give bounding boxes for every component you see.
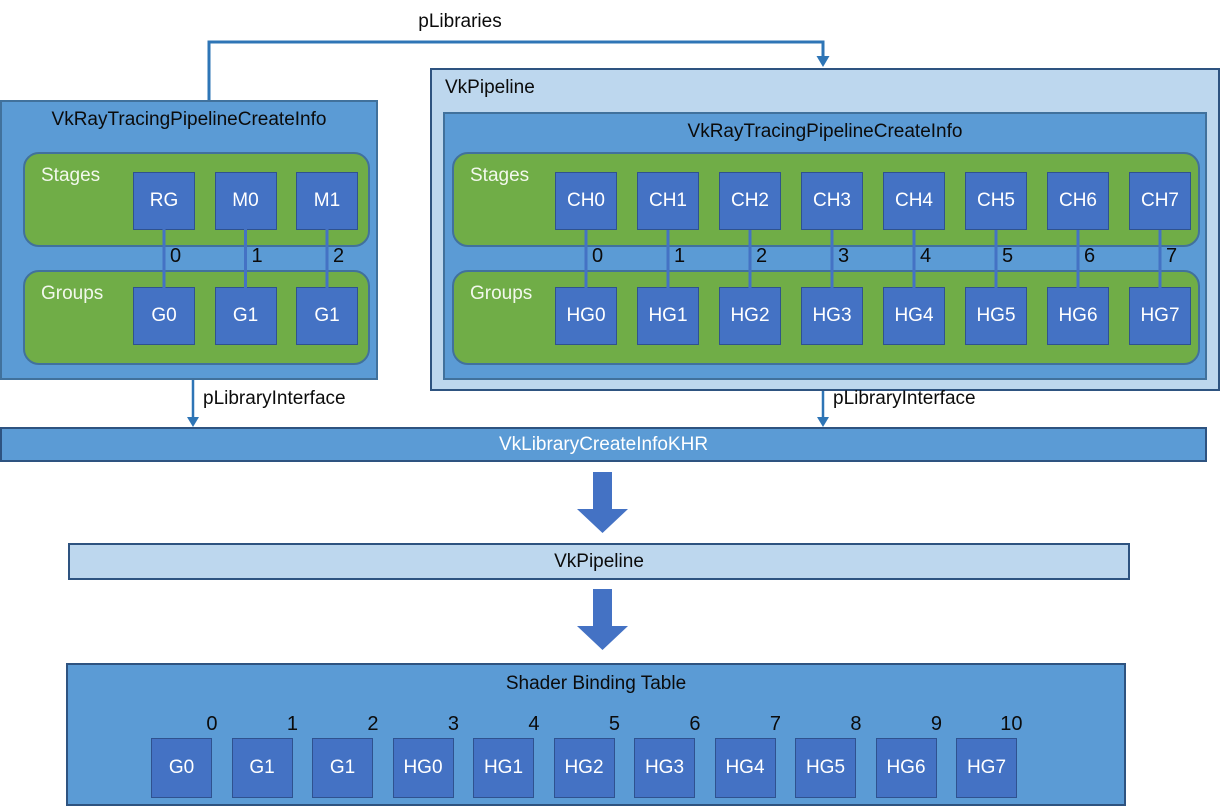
group-square: HG1 [637, 287, 699, 345]
stage-index: 7 [1166, 245, 1178, 267]
left-create-info-title: VkRayTracingPipelineCreateInfo [51, 109, 327, 130]
stage-index: 2 [333, 245, 345, 267]
group-square: HG3 [801, 287, 863, 345]
sbt-index: 2 [367, 713, 379, 735]
sbt-entry-square: HG7 [956, 738, 1017, 798]
sbt-entry-square: HG6 [875, 738, 937, 798]
plibraries-arrowhead-icon [816, 56, 830, 67]
shader-binding-table-title: Shader Binding Table [505, 673, 687, 694]
group-square: G0 [133, 287, 195, 345]
stage-index: 4 [920, 245, 932, 267]
plibraries-label: pLibraries [418, 11, 502, 32]
stage-square: CH4 [883, 172, 945, 230]
sbt-entry-square: HG5 [795, 738, 856, 798]
plibrary-interface-right-arrowhead-icon [817, 417, 829, 427]
sbt-entry-square: G1 [312, 738, 373, 798]
stage-square: CH0 [555, 172, 617, 230]
left-group-squares: G0 G1 G1 [133, 287, 358, 345]
sbt-index: 9 [930, 713, 942, 735]
sbt-entry-square: G1 [231, 738, 293, 798]
big-down-arrow-2-icon [577, 589, 628, 650]
stage-index: 0 [592, 245, 604, 267]
left-create-info-box: VkRayTracingPipelineCreateInfo Stages Gr… [0, 100, 378, 380]
group-square: G1 [214, 287, 277, 345]
left-stage-indices: 0 1 2 [164, 245, 409, 267]
left-stage-squares: RG M0 M1 [133, 172, 358, 230]
stage-square: CH7 [1129, 172, 1191, 230]
stage-square: CH6 [1047, 172, 1109, 230]
stage-index: 6 [1084, 245, 1096, 267]
right-group-squares: HG0 HG1 HG2 HG3 HG4 HG5 HG6 HG7 [555, 287, 1191, 345]
sbt-entry-square: HG1 [473, 738, 534, 798]
plibrary-interface-left-arrowhead-icon [187, 417, 199, 427]
right-stages-label: Stages [470, 165, 530, 186]
group-square: HG5 [965, 287, 1027, 345]
right-stage-indices: 0 1 2 3 4 5 6 7 [586, 245, 1222, 267]
group-square: HG6 [1047, 287, 1109, 345]
vkpipeline-outer-title: VkPipeline [445, 77, 535, 98]
sbt-index: 0 [206, 713, 218, 735]
right-groups-label: Groups [470, 283, 533, 304]
sbt-entry-square: HG0 [392, 738, 454, 798]
group-square: G1 [296, 287, 358, 345]
group-square: HG2 [719, 287, 781, 345]
sbt-index: 8 [850, 713, 862, 735]
sbt-index: 1 [286, 713, 298, 735]
big-down-arrow-1-icon [577, 472, 628, 533]
stage-square: RG [133, 172, 195, 230]
stage-index: 3 [838, 245, 850, 267]
stage-square: M0 [214, 172, 277, 230]
right-stage-squares: CH0 CH1 CH2 CH3 CH4 CH5 CH6 CH7 [555, 172, 1191, 230]
vkpipeline-bar: VkPipeline [68, 543, 1130, 580]
sbt-entry-square: G0 [151, 738, 212, 798]
library-create-info-bar: VkLibraryCreateInfoKHR [0, 427, 1207, 462]
plibrary-interface-right-label: pLibraryInterface [833, 388, 976, 409]
stage-index: 1 [674, 245, 686, 267]
group-square: HG0 [555, 287, 617, 345]
stage-square: CH2 [719, 172, 781, 230]
plibrary-interface-left-label: pLibraryInterface [203, 388, 346, 409]
stage-square: CH3 [801, 172, 863, 230]
stage-square: CH5 [965, 172, 1027, 230]
stage-index: 1 [251, 245, 263, 267]
sbt-indices: 0 1 2 3 4 5 6 7 8 9 10 [151, 713, 1037, 735]
sbt-entry-square: HG2 [553, 738, 615, 798]
sbt-entry-square: HG4 [714, 738, 776, 798]
stage-index: 2 [756, 245, 768, 267]
stage-index: 5 [1002, 245, 1014, 267]
group-square: HG7 [1129, 287, 1191, 345]
sbt-entry-squares: G0 G1 G1 HG0 HG1 HG2 HG3 HG4 HG5 HG6 HG7 [151, 738, 1017, 798]
sbt-index: 6 [689, 713, 701, 735]
sbt-index: 4 [528, 713, 540, 735]
left-groups-label: Groups [41, 283, 104, 304]
sbt-index: 10 [1000, 713, 1023, 735]
stage-square: CH1 [637, 172, 699, 230]
vkpipeline-bar-label: VkPipeline [554, 551, 644, 572]
right-create-info-title: VkRayTracingPipelineCreateInfo [687, 121, 963, 142]
sbt-index: 5 [608, 713, 620, 735]
sbt-index: 7 [769, 713, 781, 735]
stage-square: M1 [296, 172, 358, 230]
stage-index: 0 [170, 245, 182, 267]
left-stages-label: Stages [41, 165, 101, 186]
group-square: HG4 [883, 287, 945, 345]
library-create-info-label: VkLibraryCreateInfoKHR [498, 434, 709, 455]
sbt-index: 3 [447, 713, 459, 735]
sbt-entry-square: HG3 [634, 738, 695, 798]
